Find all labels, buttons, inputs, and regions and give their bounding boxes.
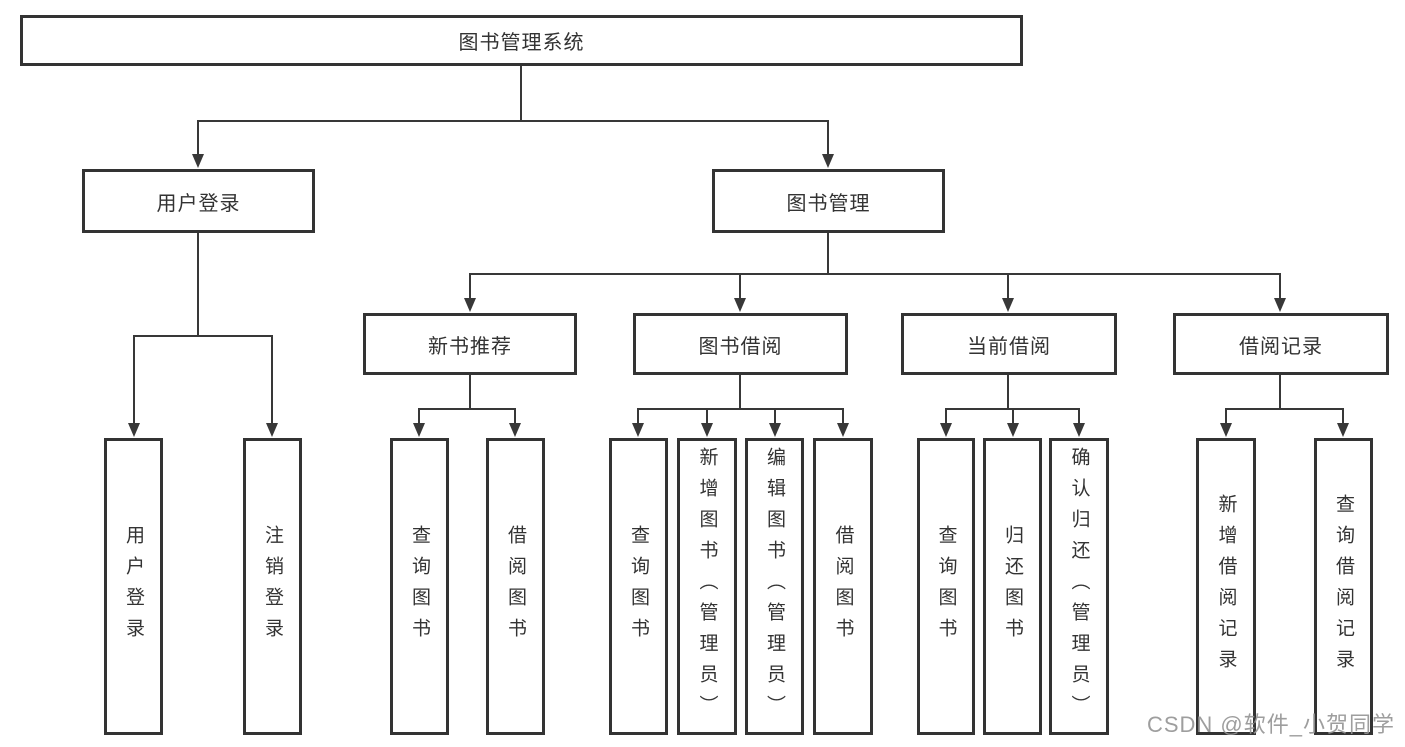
node-query-books-1: 查询图书 [390, 438, 449, 735]
connector-line [197, 233, 199, 335]
connector-line [1012, 408, 1014, 425]
node-query-books-3: 查询图书 [917, 438, 975, 735]
connector-line [134, 335, 273, 337]
node-add-book-admin: 新增图书（管理员） [677, 438, 737, 735]
connector-line [827, 233, 829, 273]
arrow-down-icon [701, 423, 713, 437]
connector-line [419, 408, 516, 410]
arrow-down-icon [1073, 423, 1085, 437]
arrow-down-icon [413, 423, 425, 437]
connector-line [133, 335, 135, 425]
connector-line [842, 408, 844, 425]
connector-line [1279, 273, 1281, 300]
arrow-down-icon [192, 154, 204, 168]
arrow-down-icon [1337, 423, 1349, 437]
connector-line [706, 408, 708, 425]
connector-line [1279, 375, 1281, 408]
arrow-down-icon [940, 423, 952, 437]
connector-line [469, 375, 471, 408]
arrow-down-icon [128, 423, 140, 437]
connector-line [739, 273, 741, 300]
connector-line [1225, 408, 1227, 425]
arrow-down-icon [1274, 298, 1286, 312]
node-book-management: 图书管理 [712, 169, 945, 233]
arrow-down-icon [1002, 298, 1014, 312]
csdn-watermark: CSDN @软件_小贺同学 [1146, 712, 1395, 737]
node-add-borrow-record: 新增借阅记录 [1196, 438, 1256, 735]
connector-line [637, 408, 639, 425]
arrow-down-icon [1220, 423, 1232, 437]
arrow-down-icon [509, 423, 521, 437]
connector-line [198, 120, 829, 122]
node-user-login-leaf: 用户登录 [104, 438, 163, 735]
connector-line [638, 408, 844, 410]
connector-line [1342, 408, 1344, 425]
connector-line [1078, 408, 1080, 425]
arrow-down-icon [1007, 423, 1019, 437]
connector-line [469, 273, 471, 300]
arrow-down-icon [632, 423, 644, 437]
connector-line [197, 120, 199, 156]
connector-line [418, 408, 420, 425]
arrow-down-icon [822, 154, 834, 168]
node-edit-book-admin: 编辑图书（管理员） [745, 438, 804, 735]
node-logout: 注销登录 [243, 438, 302, 735]
arrow-down-icon [837, 423, 849, 437]
node-query-books-2: 查询图书 [609, 438, 668, 735]
node-borrow-books-2: 借阅图书 [813, 438, 873, 735]
connector-line [1226, 408, 1344, 410]
connector-line [271, 335, 273, 425]
connector-line [1007, 273, 1009, 300]
arrow-down-icon [464, 298, 476, 312]
connector-line [774, 408, 776, 425]
node-library-management-system: 图书管理系统 [20, 15, 1023, 66]
node-book-borrowing: 图书借阅 [633, 313, 848, 375]
node-confirm-return-admin: 确认归还（管理员） [1049, 438, 1109, 735]
arrow-down-icon [769, 423, 781, 437]
node-return-books: 归还图书 [983, 438, 1042, 735]
connector-line [827, 120, 829, 156]
connector-line [520, 66, 522, 120]
connector-line [739, 375, 741, 408]
connector-line [514, 408, 516, 425]
arrow-down-icon [734, 298, 746, 312]
arrow-down-icon [266, 423, 278, 437]
connector-line [470, 273, 1281, 275]
node-current-borrowing: 当前借阅 [901, 313, 1117, 375]
connector-line [1007, 375, 1009, 408]
node-borrowing-records: 借阅记录 [1173, 313, 1389, 375]
connector-line [945, 408, 947, 425]
node-query-borrow-record: 查询借阅记录 [1314, 438, 1373, 735]
node-user-login: 用户登录 [82, 169, 315, 233]
node-borrow-books-1: 借阅图书 [486, 438, 545, 735]
node-new-book-recommendation: 新书推荐 [363, 313, 577, 375]
